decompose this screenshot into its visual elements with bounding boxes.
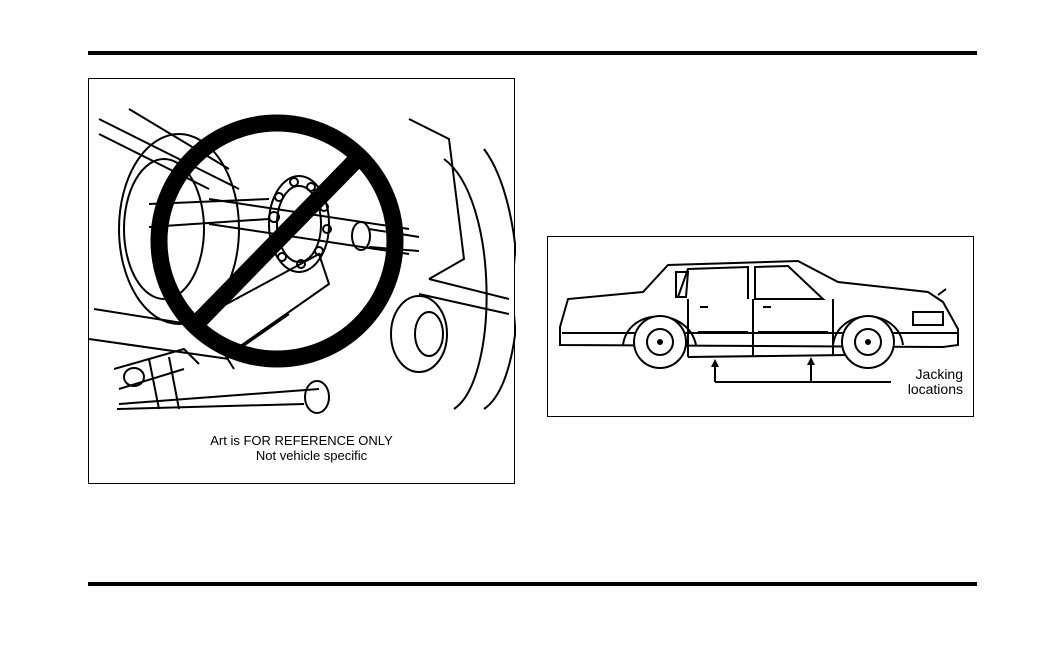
reference-caption: Art is FOR REFERENCE ONLY Not vehicle sp… xyxy=(89,433,514,463)
caption-line-2: Not vehicle specific xyxy=(89,448,514,463)
bottom-rule xyxy=(88,582,977,586)
caption-line-1: Art is FOR REFERENCE ONLY xyxy=(89,433,514,448)
jacking-locations-illustration: Jacking locations xyxy=(547,236,974,417)
jacking-locations-label: Jacking locations xyxy=(908,367,963,397)
top-rule xyxy=(88,51,977,55)
jacking-label-line-1: Jacking xyxy=(908,367,963,382)
axle-jack-drawing xyxy=(89,79,516,485)
incorrect-jacking-illustration: Art is FOR REFERENCE ONLY Not vehicle sp… xyxy=(88,78,515,484)
jacking-label-line-2: locations xyxy=(908,382,963,397)
